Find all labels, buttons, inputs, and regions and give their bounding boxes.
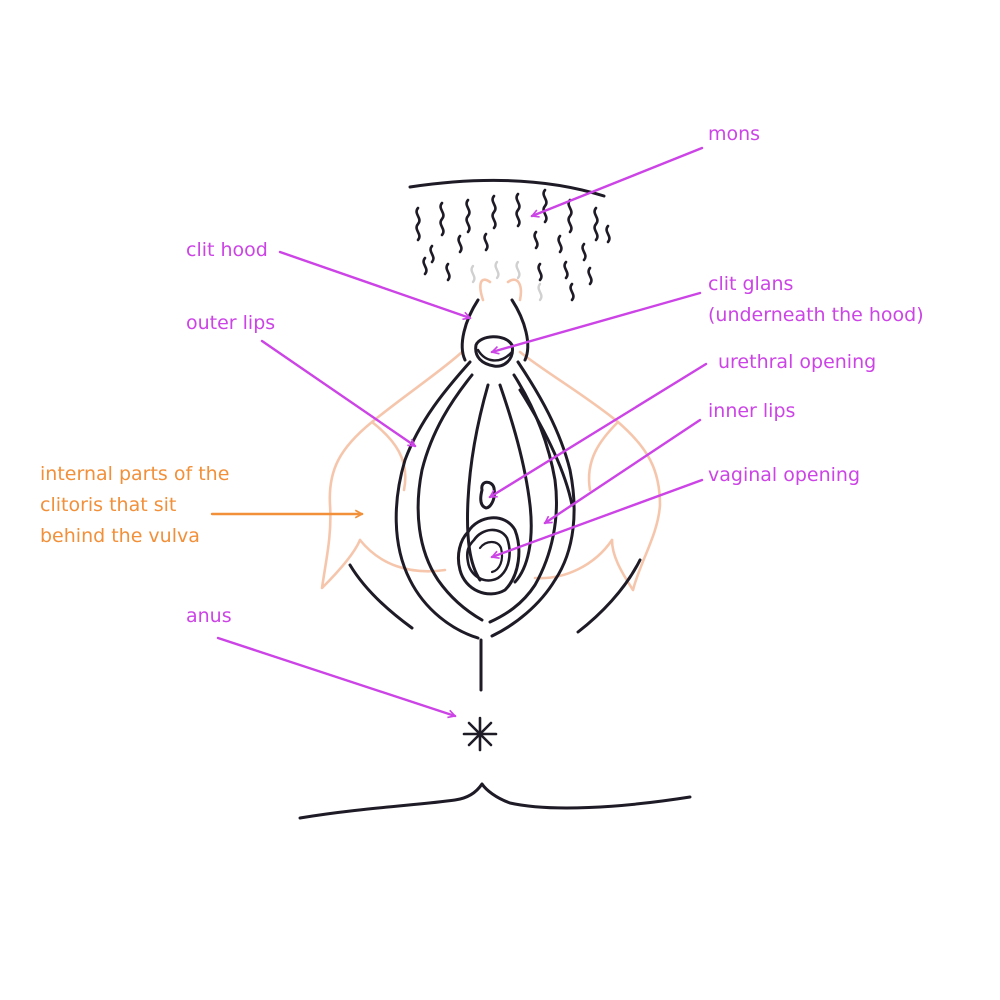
clit-glans-label: clit glans (underneath the hood)	[708, 273, 924, 326]
outer-lips-arrow	[260, 339, 415, 448]
anus-arrow	[216, 636, 455, 716]
internal-clitoris-outline	[320, 278, 662, 592]
inner-lips-label: inner lips	[708, 400, 796, 422]
mons-hair	[408, 178, 611, 302]
vulva-outline	[298, 298, 692, 820]
inner-lips-arrow	[545, 418, 702, 525]
anus-mark	[462, 716, 498, 752]
mons-label: mons	[708, 123, 761, 145]
clit-hood-label: clit hood	[186, 239, 268, 261]
clit-glans-arrow	[492, 291, 702, 352]
vaginal-opening-arrow	[492, 478, 704, 557]
vaginal-opening-label: vaginal opening	[708, 464, 861, 486]
internal-clitoris-label: internal parts of the clitoris that sit …	[40, 463, 230, 547]
clit-hood-arrow	[278, 250, 470, 318]
outer-lips-label: outer lips	[186, 312, 276, 334]
mons-arrow	[532, 146, 704, 216]
urethral-opening-arrow	[490, 362, 708, 499]
anus-label: anus	[186, 605, 232, 627]
urethral-opening-label: urethral opening	[718, 351, 877, 373]
